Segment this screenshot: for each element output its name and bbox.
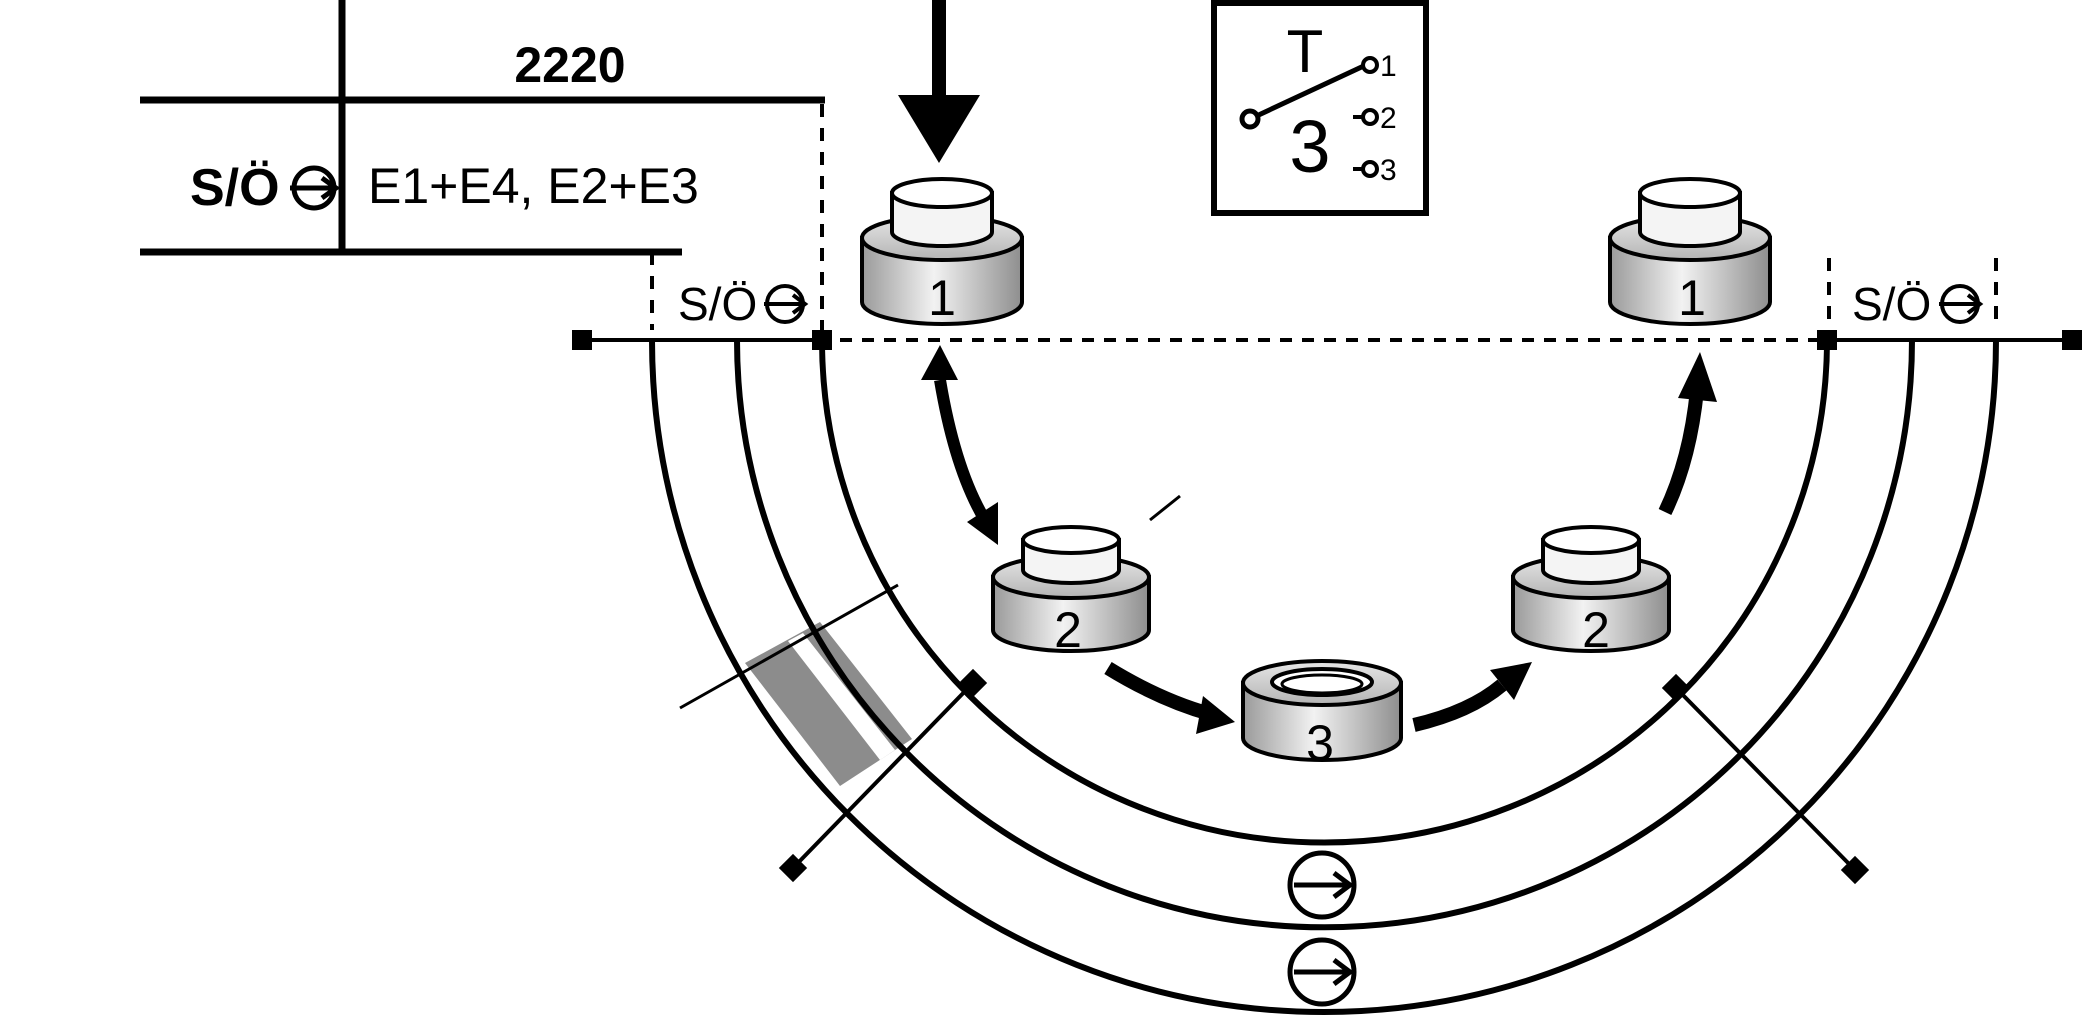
arrow-to-knob-3-head: [1196, 696, 1235, 734]
knob-label: 1: [928, 270, 956, 326]
switch-option-2: 2: [1380, 102, 1397, 135]
double-arrow-head-up: [921, 345, 958, 380]
settings-table: 2220 S/Ö E1+E4, E2+E3: [140, 0, 825, 330]
right-arrow-in-circle-icon: [1287, 850, 1357, 920]
right-arrow-in-circle-icon: [764, 284, 809, 324]
highlight-band: [745, 622, 912, 786]
arrow-to-knob-1-right: [1658, 389, 1704, 516]
switch-pivot: [1239, 108, 1261, 130]
arrow-to-knob-2-right-head: [1490, 662, 1532, 700]
svg-text:S/Ö: S/Ö: [678, 278, 757, 330]
arrow-to-knob-3: [1104, 662, 1212, 721]
knob-tick-line: [1149, 494, 1181, 522]
switch-contact-3: [1361, 160, 1379, 178]
knob-label: 2: [1582, 602, 1610, 658]
track-arcs: [572, 258, 2082, 1015]
left-cross-end-top: [958, 668, 988, 698]
svg-text:S/Ö: S/Ö: [1852, 278, 1931, 330]
switch-lever: [1248, 61, 1370, 122]
switch-position: 3: [1289, 105, 1330, 188]
right-arrow-in-circle-icon: [1939, 284, 1984, 324]
middle-arc: [734, 339, 1915, 931]
baseline-left-end: [572, 330, 592, 350]
table-number: 2220: [514, 37, 625, 93]
double-arrow-head-down: [967, 502, 998, 545]
down-arrow-icon: [898, 0, 980, 163]
right-track-label: S/Ö: [1852, 278, 1984, 330]
knob-mid-left: 2: [991, 525, 1151, 658]
crossing-ticks: [679, 494, 1870, 885]
double-arrow-shaft: [934, 379, 991, 524]
switch-contact-1: [1361, 56, 1379, 74]
switch-symbol: T 1 2 3 3: [1211, 0, 1429, 216]
right-cross-end-top: [1661, 673, 1691, 703]
knob-label: 1: [1678, 270, 1706, 326]
flow-arrows: [921, 345, 1717, 734]
knob-mid-right: 2: [1511, 525, 1671, 658]
knob-label: 3: [1306, 715, 1334, 771]
switch-option-3: 3: [1380, 154, 1397, 187]
baseline-right-end: [2062, 330, 2082, 350]
arrow-to-knob-1-right-head: [1678, 352, 1717, 402]
right-arrow-in-circle-icon: [290, 165, 341, 211]
right-cross-line: [1674, 686, 1857, 872]
right-cross-end-bottom: [1840, 855, 1870, 885]
switch-option-1: 1: [1380, 50, 1397, 83]
left-cross-line: [791, 681, 975, 870]
left-cross-end-bottom: [778, 853, 808, 883]
switch-contact-2: [1361, 108, 1379, 126]
table-row-label: S/Ö: [190, 159, 280, 217]
knob-top-right: 1: [1608, 177, 1772, 326]
switch-letter: T: [1287, 18, 1324, 85]
table-row-value: E1+E4, E2+E3: [368, 158, 699, 214]
baseline-inner-right-end: [1817, 330, 1837, 350]
right-arrow-in-circle-icon: [1287, 937, 1357, 1007]
switch-box: [1211, 0, 1429, 216]
knob-top-left: 1: [860, 177, 1024, 326]
band-boundary-line: [679, 583, 899, 710]
knob-label: 2: [1054, 602, 1082, 658]
arrow-to-knob-2-right: [1412, 679, 1507, 732]
inner-arc: [819, 339, 1830, 846]
highlight-band-gap: [788, 633, 895, 760]
knob-bottom: 3: [1241, 659, 1403, 771]
left-track-label: S/Ö: [678, 278, 809, 330]
outer-arc: [649, 339, 1999, 1015]
baseline-inner-left-end: [812, 330, 832, 350]
